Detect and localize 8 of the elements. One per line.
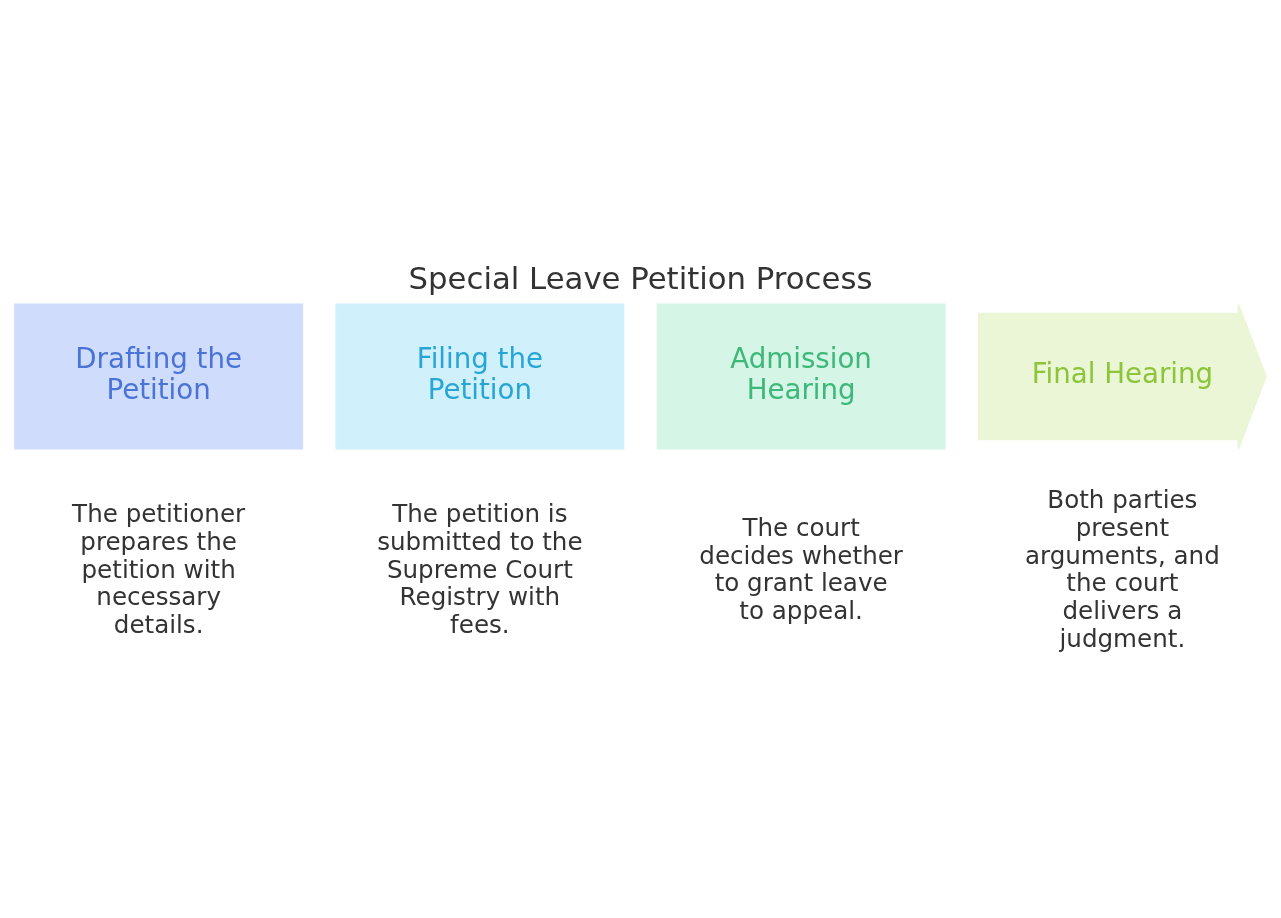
node-label: Both parties present arguments, and the court delivers a judgment. xyxy=(1024,484,1220,653)
node-box: Admission Hearing xyxy=(656,303,946,449)
node-label: The petitioner prepares the petition with necessary details. xyxy=(72,498,246,639)
node-box: Drafting the Petition xyxy=(14,303,304,449)
node-label: The court decides whether to grant leave to appeal. xyxy=(699,512,903,625)
node-label: The petition is submitted to the Supreme Court Registry with fees. xyxy=(377,498,583,639)
node-box: Filing the Petition xyxy=(335,303,625,449)
diagram-title: Special Leave Petition Process xyxy=(408,259,873,296)
